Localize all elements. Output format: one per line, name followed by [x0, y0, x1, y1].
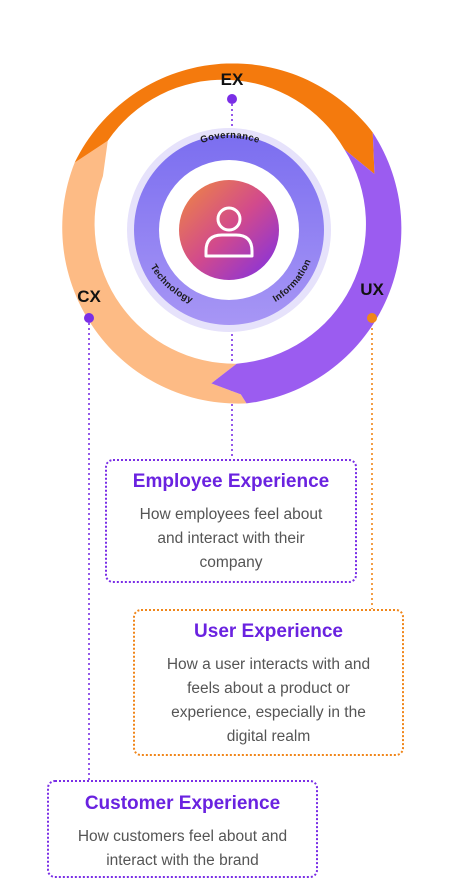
card-description: How employees feel about and interact wi…	[107, 503, 355, 575]
card-line: How employees feel about	[139, 506, 323, 523]
ex-dot	[227, 94, 237, 104]
customer-experience-card: Customer Experience How customers feel a…	[47, 780, 318, 878]
cx-arrow-segment	[62, 138, 247, 404]
cx-label: CX	[77, 287, 101, 306]
card-title: Customer Experience	[84, 793, 281, 814]
ex-arrow-segment	[74, 63, 375, 174]
card-description: How customers feel about and interact wi…	[49, 825, 316, 873]
card-line: feels about a product or	[187, 680, 350, 697]
ux-label: UX	[360, 280, 384, 299]
card-line: and interact with their	[157, 530, 305, 547]
card-line: experience, especially in the	[171, 704, 366, 721]
card-title: User Experience	[194, 621, 343, 642]
ux-arrow-segment	[211, 132, 402, 404]
card-line: How customers feel about and	[77, 828, 288, 845]
user-icon	[204, 206, 254, 258]
ex-label: EX	[221, 70, 244, 89]
employee-experience-card: Employee Experience How employees feel a…	[105, 459, 357, 583]
user-experience-card: User Experience How a user interacts wit…	[133, 609, 404, 756]
card-title: Employee Experience	[132, 471, 330, 492]
card-line: digital realm	[226, 728, 311, 745]
ux-dot	[367, 313, 377, 323]
card-description: How a user interacts with and feels abou…	[135, 653, 402, 749]
card-line: company	[199, 554, 263, 571]
card-line: interact with the brand	[106, 852, 259, 869]
governance-label: Governance	[199, 130, 261, 146]
card-line: How a user interacts with and	[166, 656, 371, 673]
cx-dot	[84, 313, 94, 323]
